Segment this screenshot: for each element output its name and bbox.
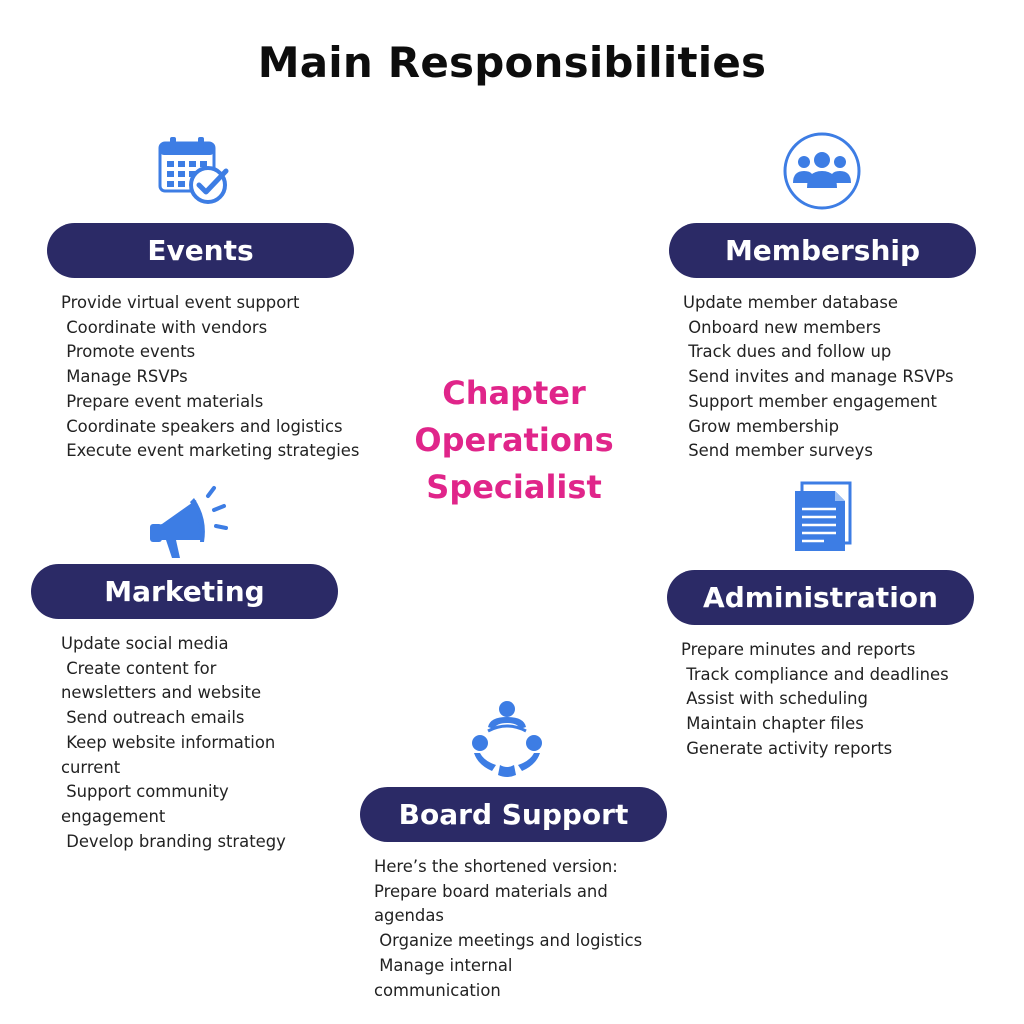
list-item: Create content for xyxy=(61,658,217,678)
list-item: Update member database xyxy=(683,293,899,312)
list-item: current xyxy=(61,757,121,777)
list-item: newsletters and website xyxy=(61,683,262,703)
users-group-icon xyxy=(783,132,861,210)
list-item: Support community xyxy=(61,782,229,802)
list-item: Send member surveys xyxy=(683,441,873,461)
center-line: Specialist xyxy=(426,468,602,506)
list-item: Prepare event materials xyxy=(61,391,264,411)
center-line: Operations xyxy=(414,421,614,459)
events-label: Events xyxy=(47,223,354,278)
list-item: Provide virtual event support xyxy=(61,293,300,312)
events-list: Provide virtual event support Coordinate… xyxy=(61,291,359,464)
list-item: Grow membership xyxy=(683,416,840,436)
list-item: Support member engagement xyxy=(683,391,937,411)
marketing-list: Update social media Create content for n… xyxy=(61,632,286,854)
list-item: Coordinate speakers and logistics xyxy=(61,416,343,436)
list-item: Update social media xyxy=(61,634,229,653)
administration-label: Administration xyxy=(667,570,974,625)
center-line: Chapter xyxy=(442,374,586,412)
page-title: Main Responsibilities xyxy=(257,38,767,87)
list-item: Coordinate with vendors xyxy=(61,317,268,337)
list-item: Onboard new members xyxy=(683,317,881,337)
list-item: Assist with scheduling xyxy=(681,689,868,709)
documents-icon xyxy=(795,481,852,551)
team-circle-icon xyxy=(472,701,542,777)
list-item: Generate activity reports xyxy=(681,738,893,758)
list-item: agendas xyxy=(374,906,444,926)
list-item: Manage internal xyxy=(374,955,513,975)
list-item: Send outreach emails xyxy=(61,708,245,728)
list-item: Keep website information xyxy=(61,732,276,752)
list-item: Develop branding strategy xyxy=(61,831,286,851)
list-item: Manage RSVPs xyxy=(61,367,188,387)
calendar-check-icon xyxy=(158,137,229,204)
list-item: communication xyxy=(374,980,501,1000)
list-item: Send invites and manage RSVPs xyxy=(683,367,954,387)
membership-list: Update member database Onboard new membe… xyxy=(683,291,954,464)
board-support-list: Here’s the shortened version: Prepare bo… xyxy=(374,855,642,1003)
list-item: Prepare board materials and xyxy=(374,881,608,901)
list-item: Execute event marketing strategies xyxy=(61,441,360,461)
list-item: Track dues and follow up xyxy=(683,342,892,362)
administration-list: Prepare minutes and reports Track compli… xyxy=(681,638,949,762)
list-item: Maintain chapter files xyxy=(681,714,864,734)
list-item: Prepare minutes and reports xyxy=(681,640,916,659)
center-role-title: Chapter Operations Specialist xyxy=(394,370,634,511)
list-item: Organize meetings and logistics xyxy=(374,931,643,951)
list-item: engagement xyxy=(61,806,166,826)
membership-label: Membership xyxy=(669,223,976,278)
list-item: Promote events xyxy=(61,342,196,362)
megaphone-icon xyxy=(150,486,228,558)
marketing-label: Marketing xyxy=(31,564,338,619)
board-support-label: Board Support xyxy=(360,787,667,842)
list-item: Track compliance and deadlines xyxy=(681,664,949,684)
list-item: Here’s the shortened version: xyxy=(374,857,618,876)
